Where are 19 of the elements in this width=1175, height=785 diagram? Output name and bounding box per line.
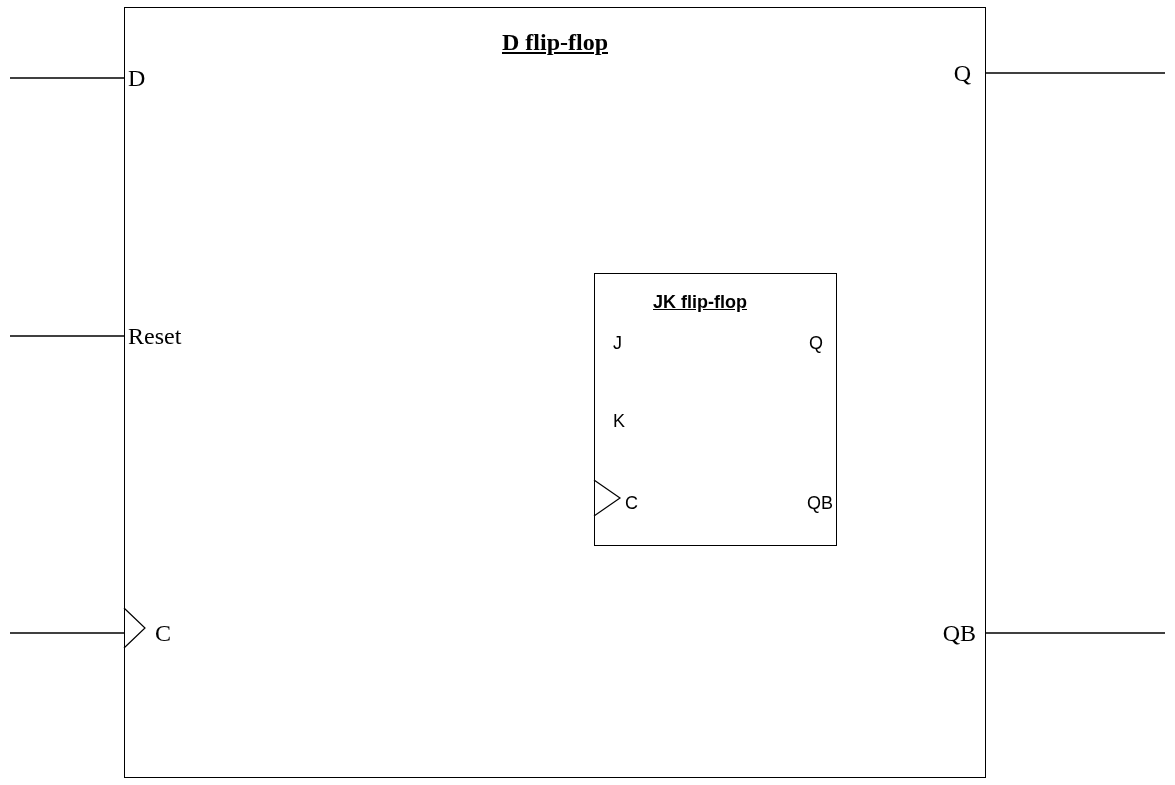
pin-label: QB (807, 492, 833, 514)
signal-line (984, 632, 1166, 634)
pin-label: D (125, 64, 165, 92)
d-flip-flop-block (124, 7, 986, 778)
pin-label: Reset (125, 322, 215, 350)
pin-label: C (125, 619, 185, 647)
pin-label: QB (905, 619, 985, 647)
signal-line (9, 632, 126, 634)
block-title: JK flip-flop (653, 291, 747, 313)
jk-flip-flop-block (594, 273, 837, 546)
block-title: D flip-flop (502, 28, 608, 56)
signal-line (9, 77, 126, 79)
signal-line (9, 335, 126, 337)
pin-label: Q (809, 332, 823, 354)
pin-label: K (613, 410, 625, 432)
pin-label: C (625, 492, 638, 514)
signal-line (984, 72, 1166, 74)
pin-label: J (613, 332, 622, 354)
pin-label: Q (925, 59, 985, 87)
